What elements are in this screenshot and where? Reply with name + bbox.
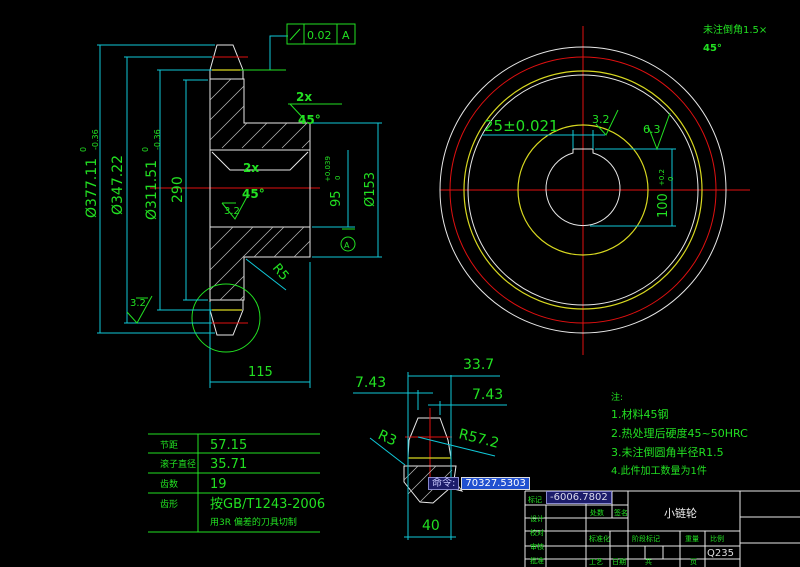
coordinate-y-input[interactable]: -6006.7802 [546, 491, 612, 504]
row-label: 节距 [160, 440, 178, 451]
chamfer-angle: 45° [298, 113, 321, 127]
tb-label: 校对 [530, 528, 544, 537]
tb-label: 工艺 [589, 558, 603, 566]
dim-hub-diameter: Ø153 [363, 172, 378, 207]
section-view: 0.02 A 2x 45° 2x 45° Ø377.11 0 -0.36 Ø34… [79, 23, 382, 388]
tooth-detail: 33.7 7.43 7.43 R3 R57.2 40 [353, 357, 507, 540]
tol-upper: +0.039 [324, 156, 332, 182]
row-value: 按GB/T1243-2006 [210, 497, 325, 512]
dim-33-7: 33.7 [463, 357, 494, 373]
datum-label: A [344, 241, 350, 250]
front-view: 25±0.021 3.2 6.3 100 +0.2 0 未注倒角1.5× 45° [439, 23, 767, 355]
dim-keyway-width: 25±0.021 [484, 117, 559, 135]
row-value: 35.71 [210, 457, 247, 472]
datum-a-symbol [340, 236, 356, 252]
technical-notes: 注: 1.材料45钢 2.热处理后硬度45~50HRC 3.未注倒圆角半径R1.… [611, 391, 748, 477]
tb-label: 阶段标记 [632, 534, 660, 543]
dynamic-input-command: 命令:70327.5303 [428, 477, 530, 490]
notes-title: 注: [611, 391, 623, 403]
tb-label: 共 [645, 557, 652, 566]
note-item: 2.热处理后硬度45~50HRC [611, 426, 748, 440]
command-label: 命令: [428, 477, 460, 490]
dim-r3: R3 [375, 427, 399, 449]
detail-circle [191, 283, 261, 353]
tol-lower: -0.36 [91, 129, 100, 150]
bore [209, 149, 311, 228]
tb-label: 页 [690, 558, 697, 566]
tol-lower: 0 [667, 177, 675, 181]
tol-upper: +0.2 [658, 169, 666, 186]
tb-label: 处数 [590, 508, 604, 517]
sprocket-body [209, 78, 311, 301]
dim-7-43-left: 7.43 [355, 375, 386, 391]
note-item: 3.未注倒圆角半径R1.5 [611, 445, 724, 459]
coordinate-x-input[interactable]: 70327.5303 [461, 477, 530, 490]
row-label: 齿数 [160, 478, 178, 490]
tb-label: 比例 [710, 534, 724, 543]
tol-lower: 0 [334, 176, 342, 180]
row-label: 齿形 [160, 498, 178, 510]
tb-label: 签名 [614, 508, 628, 517]
row-label: 滚子直径 [160, 458, 196, 470]
tb-label: 重量 [685, 535, 699, 543]
row-value-2: 用3R 偏差的刀具切制 [210, 516, 297, 528]
tolerance-value: 0.02 [307, 29, 332, 42]
tol-upper: 0 [141, 147, 150, 152]
tb-label: 标准化 [589, 534, 610, 543]
parameter-table: 节距 57.15 滚子直径 35.71 齿数 19 齿形 按GB/T1243-2… [148, 433, 325, 533]
note-item: 4.此件加工数量为1件 [611, 464, 707, 477]
roughness-bore: 3.2 [224, 206, 240, 217]
dim-flange: 290 [170, 176, 186, 203]
dim-bore: 95 [329, 190, 344, 207]
roughness-keyway: 3.2 [592, 113, 610, 126]
roughness-hub: 6.3 [643, 123, 661, 136]
dim-40: 40 [422, 518, 440, 534]
chamfer-count: 2x [296, 90, 312, 104]
row-value: 57.15 [210, 438, 247, 453]
dim-width: 115 [248, 365, 273, 380]
roughness-root: 3.2 [130, 298, 146, 309]
dynamic-input-y: -6006.7802 [546, 491, 612, 504]
dim-root-diameter: Ø311.51 [144, 160, 160, 220]
tb-label: 设计 [530, 514, 544, 523]
dim-tip-diameter: Ø377.11 [84, 158, 100, 218]
chamfer-angle-bore: 45° [242, 187, 265, 201]
tb-label: 日期 [612, 558, 626, 566]
tb-label: 审核 [530, 542, 544, 551]
tol-upper: 0 [79, 147, 88, 152]
chamfer-note: 未注倒角1.5× [703, 23, 767, 36]
material: Q235 [707, 548, 734, 559]
tb-label: 批准 [530, 556, 544, 565]
tb-label: 标记 [528, 495, 542, 504]
tol-lower: -0.36 [153, 129, 162, 150]
dim-pitch-diameter: Ø347.22 [110, 155, 126, 215]
tooth-top [209, 44, 244, 80]
dim-7-43-right: 7.43 [472, 387, 503, 403]
title-block: 标记 处数 签名 设计 校对 审核 批准 标准化 阶段标记 重量 比例 工艺 日… [524, 490, 800, 567]
keyed-bore [545, 148, 621, 227]
tolerance-datum: A [342, 29, 350, 42]
tooth-bottom [209, 299, 244, 336]
row-value: 19 [210, 477, 227, 492]
hatching [209, 78, 311, 301]
part-name: 小链轮 [664, 506, 697, 520]
dim-radius: R5 [269, 261, 292, 284]
geometric-tolerance-frame: 0.02 A [286, 23, 356, 45]
runout-arrow-icon [289, 28, 301, 41]
note-item: 1.材料45钢 [611, 407, 669, 421]
chamfer-count-bore: 2x [243, 161, 259, 175]
chamfer-note-angle: 45° [703, 43, 722, 54]
dim-keyway-depth: 100 [656, 193, 671, 218]
